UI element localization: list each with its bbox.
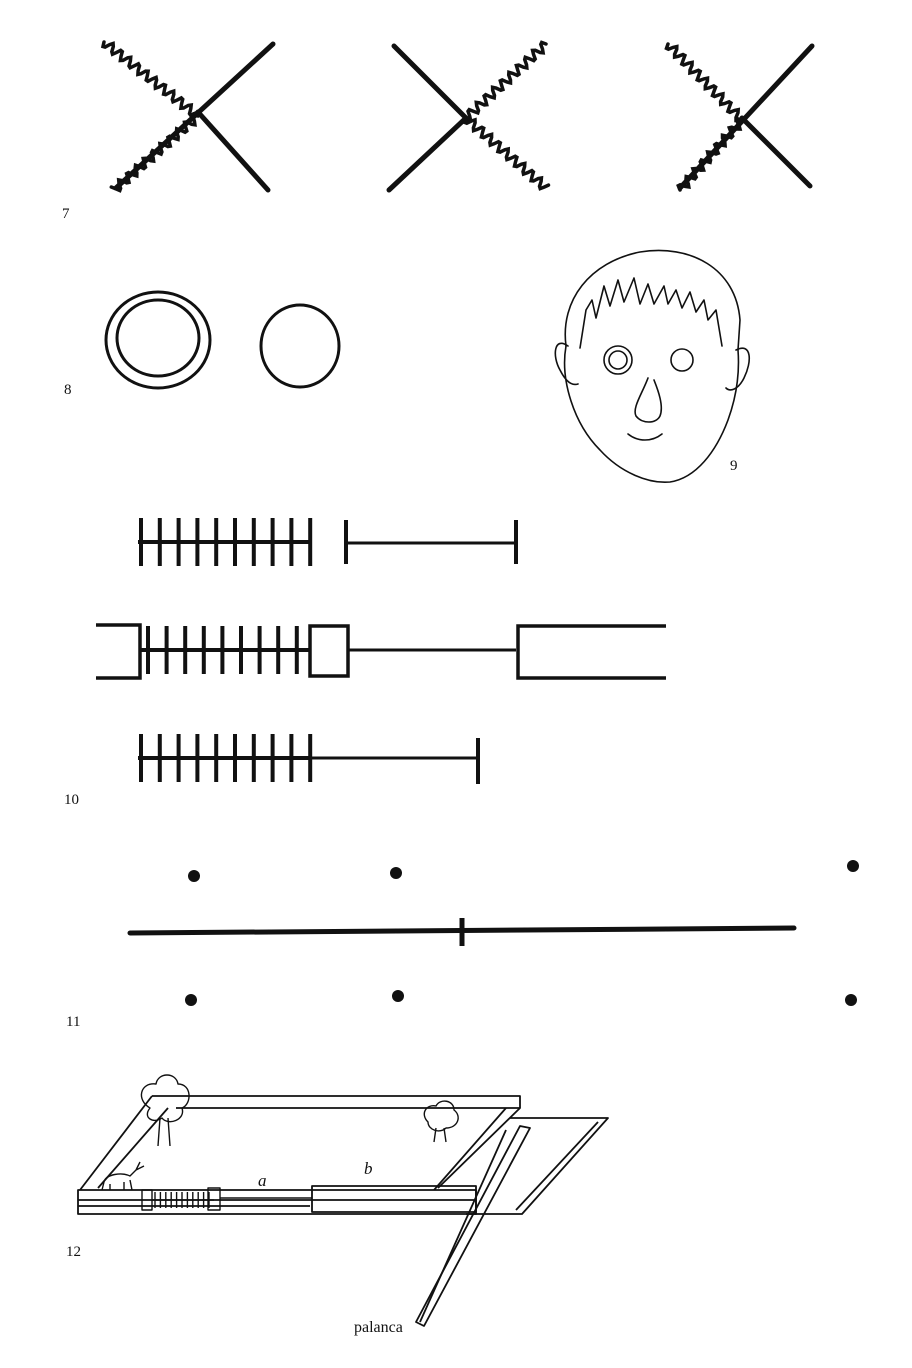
front-rail	[77, 1189, 477, 1215]
figure-number: 10	[64, 792, 79, 808]
hair-spikes	[579, 277, 723, 349]
figure-8	[104, 290, 341, 390]
rack-row-1	[138, 518, 518, 566]
hair-outline	[564, 249, 741, 351]
dot	[392, 990, 404, 1002]
wavy-line	[676, 116, 744, 192]
figure-number: 9	[730, 458, 738, 474]
dot	[847, 860, 859, 872]
figure-11	[127, 860, 859, 1006]
face-outline	[563, 345, 740, 483]
straight-line	[739, 115, 813, 189]
lever-label: palanca	[354, 1319, 403, 1336]
dot	[845, 994, 857, 1006]
figure-10	[96, 518, 666, 784]
lever	[415, 1125, 531, 1327]
figure-number: 7	[62, 206, 70, 222]
straight-line	[391, 43, 469, 121]
dot	[390, 867, 402, 879]
right-eye	[670, 348, 694, 372]
tree-right-icon	[423, 1100, 459, 1143]
figure-number: 12	[66, 1244, 81, 1260]
right-bracket	[516, 624, 666, 680]
figure-12-apparatus	[77, 1074, 609, 1327]
right-ear	[725, 347, 751, 391]
label-a: a	[258, 1171, 267, 1190]
left-eye-outer	[603, 345, 633, 375]
lever-line	[419, 1129, 507, 1323]
left-eye-inner	[608, 350, 628, 370]
side-board	[466, 1117, 609, 1215]
box-left-inner	[97, 1107, 169, 1189]
rack-row-3	[138, 734, 480, 784]
straight-line	[386, 115, 469, 193]
box-right-edge	[433, 1107, 507, 1191]
figure-9-face	[554, 249, 751, 483]
wavy-line	[465, 40, 548, 122]
label-b: b	[364, 1159, 373, 1178]
tree-left-icon	[140, 1074, 190, 1147]
box-left-edge	[79, 1095, 153, 1191]
slider-block	[308, 624, 350, 678]
animal-icon	[101, 1161, 145, 1191]
inner-ring	[115, 298, 201, 378]
nose	[634, 377, 663, 423]
figure-number: 8	[64, 382, 72, 398]
single-ring	[259, 303, 341, 389]
side-board-inner	[515, 1121, 599, 1211]
outer-ring	[104, 290, 212, 390]
figure-7	[100, 40, 815, 193]
left-bracket	[96, 623, 142, 680]
rack-end-block	[207, 1187, 221, 1211]
figure-number: 11	[66, 1014, 80, 1030]
wavy-line	[100, 40, 202, 118]
dot	[185, 994, 197, 1006]
left-ear	[554, 342, 579, 386]
rack-row-2	[96, 623, 666, 680]
box-top	[152, 1095, 521, 1189]
mouth	[627, 433, 663, 441]
wavy-line	[109, 111, 200, 193]
wavy-line	[462, 116, 551, 191]
rail-rack	[141, 1187, 312, 1211]
wavy-line	[664, 42, 747, 123]
straight-line	[195, 109, 271, 193]
dot	[188, 870, 200, 882]
